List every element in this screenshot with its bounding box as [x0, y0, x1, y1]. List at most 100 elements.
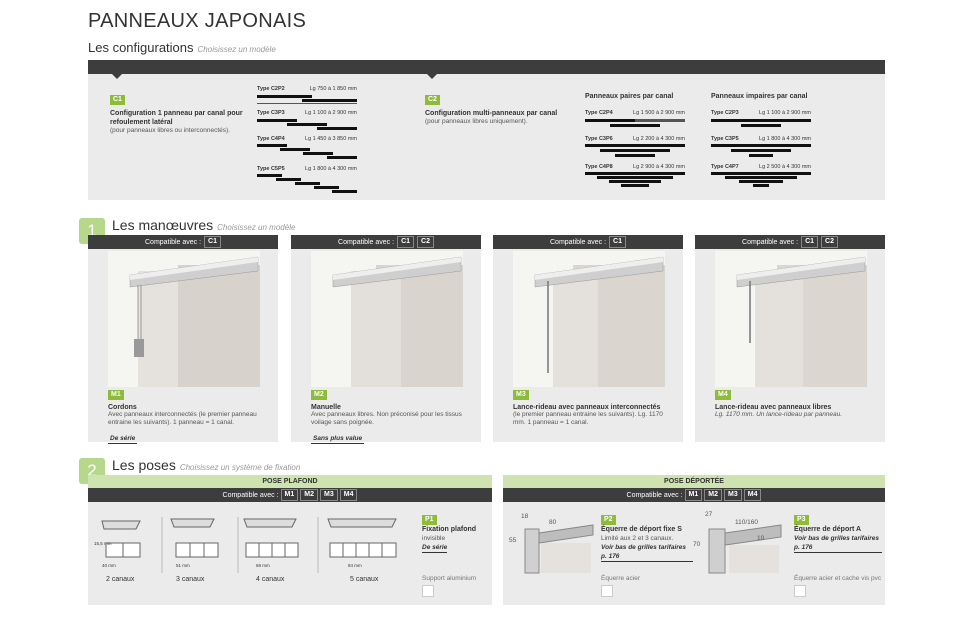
channel-3[interactable]: 3 canaux: [176, 576, 205, 583]
dim-label: 10: [757, 535, 765, 542]
pose-p3-checkbox[interactable]: [794, 585, 806, 597]
product-image: [513, 251, 665, 387]
config-title: Configuration multi-panneaux par canal: [425, 110, 558, 117]
compat-bar: Compatible avec : C1: [88, 235, 278, 249]
manoeuvre-badge: M4: [715, 390, 731, 400]
pose-sub: Limité aux 2 et 3 canaux.: [601, 535, 674, 542]
pose-plafond-block: POSE PLAFOND Compatible avec : M1 M2 M3 …: [88, 475, 492, 605]
compat-bar: Compatible avec : M1 M2 M3 M4: [88, 488, 492, 502]
pose-title: Équerre de déport A: [794, 526, 862, 533]
support-label: Support aluminium: [422, 575, 477, 582]
dim-label: 55: [509, 537, 517, 544]
pose-badge: P3: [794, 515, 809, 525]
pose-badge: P1: [422, 515, 437, 525]
manoeuvre-title: Manuelle: [311, 404, 341, 411]
manoeuvre-badge: M2: [311, 390, 327, 400]
manoeuvre-badge: M3: [513, 390, 529, 400]
manoeuvre-card-m1[interactable]: Compatible avec : C1 M1 Cordons Avec pan…: [88, 235, 278, 445]
manoeuvre-info: M3 Lance-rideau avec panneaux interconne…: [513, 383, 673, 427]
config-title: Configuration 1 panneau par canal pour r…: [110, 110, 243, 126]
manoeuvre-info: M4 Lance-rideau avec panneaux libres Lg.…: [715, 383, 875, 419]
manoeuvre-tag: Sans plus value: [311, 435, 365, 444]
pose-note: Voir bas de grilles tarifaires p. 176: [794, 534, 882, 553]
config-c1[interactable]: C1 Configuration 1 panneau par canal pou…: [110, 88, 250, 135]
channel-dim: 68 mm: [256, 563, 270, 568]
compat-bar: Compatible avec : M1 M2 M3 M4: [503, 488, 885, 502]
manoeuvre-info: M1 Cordons Avec panneaux interconnectés …: [108, 383, 268, 445]
bracket-s-image: [524, 524, 594, 574]
manoeuvre-desc: Avec panneaux interconnectés (le premier…: [108, 411, 257, 426]
dim-label: 80: [549, 519, 557, 526]
manoeuvre-title: Cordons: [108, 404, 137, 411]
manoeuvre-desc: Lg. 1170 mm. Un lance-rideau par panneau…: [715, 411, 843, 418]
pose-sub: invisible: [422, 535, 446, 542]
config-desc: (pour panneaux libres uniquement).: [425, 118, 528, 125]
pose-p3: P3 Équerre de déport A Voir bas de grill…: [794, 515, 882, 553]
manoeuvre-tag: De série: [108, 435, 138, 444]
dim-label: 27: [705, 511, 713, 518]
pose-title: Fixation plafond: [422, 526, 477, 533]
pose-p1: P1 Fixation plafond invisible De série: [422, 515, 488, 553]
manoeuvre-badge: M1: [108, 390, 124, 400]
channel-dim: 40 mm: [102, 563, 116, 568]
pose-deportee-head: POSE DÉPORTÉE: [503, 475, 885, 488]
pairs-heading: Panneaux paires par canal: [585, 93, 674, 100]
dim-label: 18: [521, 513, 529, 520]
config-c2[interactable]: C2 Configuration multi-panneaux par cana…: [425, 88, 575, 126]
config-desc: (pour panneaux libres ou interconnectés)…: [110, 127, 230, 134]
configurations-panel: C1 Configuration 1 panneau par canal pou…: [88, 60, 885, 200]
pose-tag: De série: [422, 544, 448, 553]
pose-plafond-head: POSE PLAFOND: [88, 475, 492, 488]
manoeuvre-title: Lance-rideau avec panneaux libres: [715, 404, 832, 411]
pose-p1-checkbox[interactable]: [422, 585, 434, 597]
compat-bar: Compatible avec : C1: [493, 235, 683, 249]
manoeuvre-desc: Avec panneaux libres. Non préconisé pour…: [311, 411, 462, 426]
channel-2[interactable]: 2 canaux: [106, 576, 135, 583]
channel-5[interactable]: 5 canaux: [350, 576, 379, 583]
manoeuvre-card-m2[interactable]: Compatible avec : C1 C2 M2 Manuelle Avec…: [291, 235, 481, 445]
pose-p2-checkbox[interactable]: [601, 585, 613, 597]
product-image: [715, 251, 867, 387]
config-badge: C1: [110, 95, 125, 105]
channel-dim: 51 mm: [176, 563, 190, 568]
page-title: PANNEAUX JAPONAIS: [88, 10, 307, 32]
channel-dim: 84 mm: [348, 563, 362, 568]
dim-label: 70: [693, 541, 701, 548]
manoeuvre-card-m3[interactable]: Compatible avec : C1 M3 Lance-rideau ave…: [493, 235, 683, 442]
channel-profiles: [101, 517, 397, 573]
manoeuvre-desc: (le premier panneau entraine les suivant…: [513, 411, 663, 426]
pose-deportee-block: POSE DÉPORTÉE Compatible avec : M1 M2 M3…: [503, 475, 885, 605]
pose-note: Voir bas de grilles tarifaires p. 176: [601, 543, 693, 562]
dim-label: 110/160: [735, 519, 759, 526]
material-label: Équerre acier et cache vis pvc: [794, 575, 882, 582]
channel-4[interactable]: 4 canaux: [256, 576, 285, 583]
pose-p2: P2 Équerre de déport fixe S Limité aux 2…: [601, 515, 693, 562]
product-image: [108, 251, 260, 387]
manoeuvre-title: Lance-rideau avec panneaux interconnecté…: [513, 404, 661, 411]
height-dim: 15,5 mm: [94, 541, 112, 546]
pose-badge: P2: [601, 515, 616, 525]
product-image: [311, 251, 463, 387]
impairs-heading: Panneaux impaires par canal: [711, 93, 808, 100]
material-label: Équerre acier: [601, 575, 641, 582]
pose-title: Équerre de déport fixe S: [601, 526, 682, 533]
manoeuvre-info: M2 Manuelle Avec panneaux libres. Non pr…: [311, 383, 471, 445]
config-badge: C2: [425, 95, 440, 105]
compat-bar: Compatible avec : C1 C2: [291, 235, 481, 249]
manoeuvre-card-m4[interactable]: Compatible avec : C1 C2 M4 Lance-rideau …: [695, 235, 885, 442]
bracket-a-image: [708, 524, 782, 574]
compat-bar: Compatible avec : C1 C2: [695, 235, 885, 249]
